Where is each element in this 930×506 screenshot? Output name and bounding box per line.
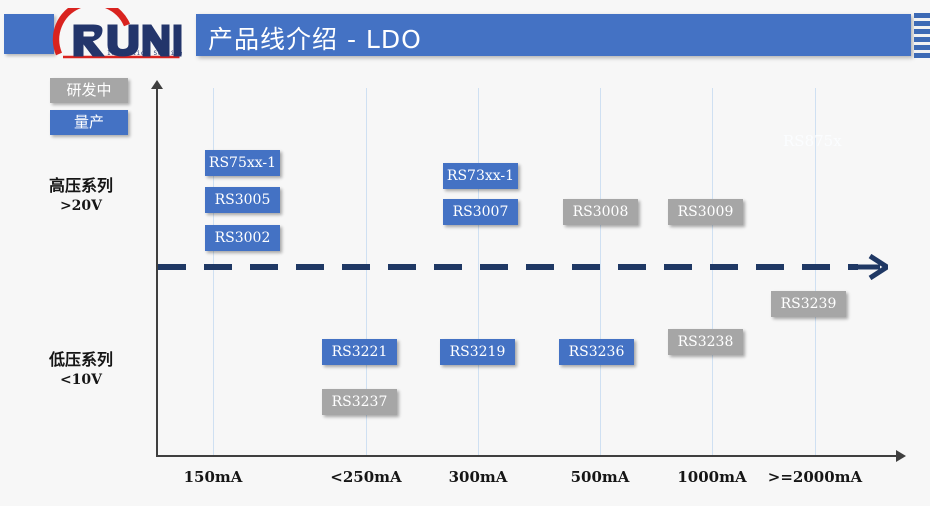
page-title: 产品线介绍 - LDO [208, 25, 422, 54]
logo-tagline: Innovation Service [107, 50, 183, 57]
gridline-300mA [478, 88, 479, 455]
x-tick-1000mA: 1000mA [677, 468, 747, 486]
legend-item-mass-production[interactable]: 量产 [50, 110, 128, 135]
x-tick-500mA: 500mA [570, 468, 630, 486]
product-chip-rs3002[interactable]: RS3002 [205, 225, 280, 251]
gridline-1000mA [712, 88, 713, 455]
product-chip-rs3007[interactable]: RS3007 [443, 199, 518, 225]
x-axis-line [156, 455, 898, 457]
product-chip-rs3008[interactable]: RS3008 [563, 199, 638, 225]
title-bar [196, 14, 911, 56]
band-label-low-voltage: 低压系列 <10V [48, 350, 113, 388]
product-chip-rs3236[interactable]: RS3236 [559, 339, 634, 365]
gridline-150mA [213, 88, 214, 455]
divider-arrow-icon [858, 254, 888, 280]
gridline-500mA [600, 88, 601, 455]
product-chip-rs3239[interactable]: RS3239 [771, 291, 846, 317]
runic-logo [52, 8, 182, 59]
product-chip-rs3237[interactable]: RS3237 [322, 389, 397, 415]
corner-accent-square [4, 14, 54, 54]
band-label-high-voltage: 高压系列 >20V [48, 176, 113, 214]
product-chip-rs3009[interactable]: RS3009 [668, 199, 743, 225]
voltage-divider-dashed-line [158, 264, 858, 270]
watermark-label: RS875x [783, 132, 842, 150]
product-chip-rs3005[interactable]: RS3005 [205, 187, 280, 213]
x-tick->=2000mA: >=2000mA [767, 468, 863, 486]
y-axis-arrowhead [151, 80, 163, 89]
x-tick-300mA: 300mA [448, 468, 508, 486]
right-stripe-decoration [914, 13, 930, 58]
x-tick-150mA: 150mA [183, 468, 243, 486]
gridline->=2000mA [815, 88, 816, 455]
product-chip-rs3238[interactable]: RS3238 [668, 329, 743, 355]
gridline-<250mA [366, 88, 367, 455]
product-chip-rs3219[interactable]: RS3219 [440, 339, 515, 365]
product-chip-rs3221[interactable]: RS3221 [322, 339, 397, 365]
product-chip-rs75xx-1[interactable]: RS75xx-1 [205, 150, 280, 176]
x-axis-arrowhead [896, 450, 906, 462]
product-chip-rs73xx-1[interactable]: RS73xx-1 [443, 163, 518, 189]
x-tick-<250mA: <250mA [330, 468, 402, 486]
legend-item-in-development[interactable]: 研发中 [50, 78, 128, 103]
y-axis-line [156, 86, 158, 456]
